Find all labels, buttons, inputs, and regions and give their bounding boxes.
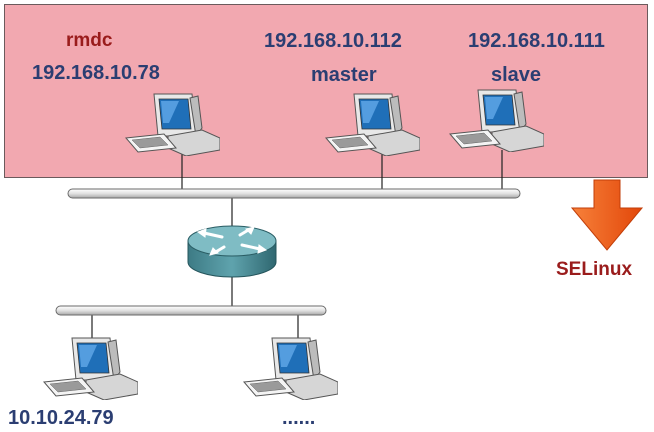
- host-ip-label: 10.10.24.79: [8, 407, 114, 429]
- lower-network-bus: [55, 305, 327, 316]
- ellipsis-label: ......: [282, 407, 316, 429]
- selinux-zone: [4, 4, 648, 178]
- down-arrow-icon: [570, 179, 644, 251]
- computer-icon-other: [243, 337, 338, 400]
- selinux-label: SELinux: [556, 259, 633, 280]
- rmdc-ip-label: 192.168.10.78: [32, 62, 160, 84]
- master-ip-label: 192.168.10.112: [264, 30, 402, 52]
- master-label: master: [311, 64, 377, 86]
- computer-icon-host: [43, 337, 138, 400]
- upper-network-bus: [67, 188, 521, 199]
- router-icon: [187, 225, 277, 278]
- slave-label: slave: [491, 64, 542, 86]
- computer-icon-master: [325, 93, 420, 156]
- rmdc-label: rmdc: [66, 30, 113, 51]
- computer-icon-rmdc: [125, 93, 220, 156]
- slave-ip-label: 192.168.10.111: [468, 30, 605, 52]
- computer-icon-slave: [449, 89, 544, 152]
